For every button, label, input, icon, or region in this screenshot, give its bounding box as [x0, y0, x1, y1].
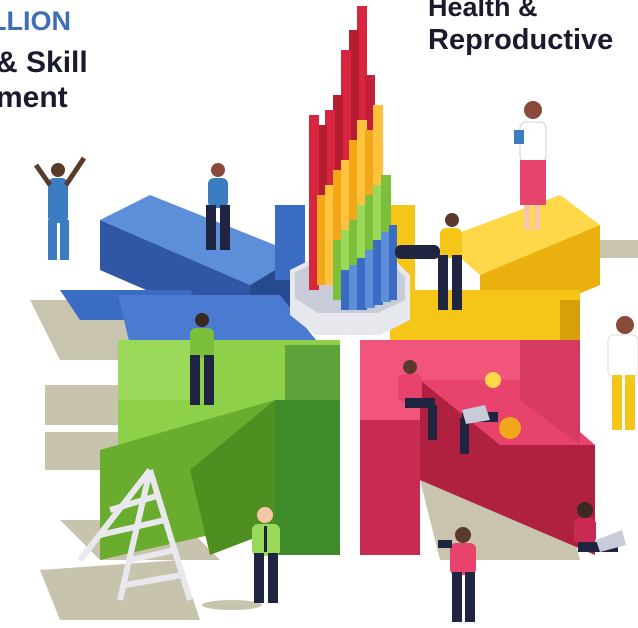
person-with-laptop-sitting [460, 372, 521, 454]
heading-right-line2: Reproductive [428, 24, 614, 56]
person-camera [438, 527, 476, 622]
person-with-tablet [206, 163, 230, 250]
cat-icon [499, 417, 521, 439]
blue-arm-block [60, 195, 320, 345]
person-cheering [33, 156, 87, 260]
person-tie [252, 507, 280, 603]
yellow-arm-block [390, 195, 600, 340]
green-arm-block [100, 340, 340, 560]
person-green-shirt [190, 313, 214, 405]
heading-left-line2: & Skill [0, 46, 88, 79]
heading-left-line3: ment [0, 81, 68, 114]
person-right-edge [607, 316, 638, 430]
magnifying-glass-icon [395, 245, 440, 259]
heading-right-line1: Health & [428, 0, 538, 22]
person-with-magnifier [395, 213, 462, 310]
ladder-icon [77, 468, 193, 601]
camera-icon [438, 540, 452, 548]
person-laptop-ground [574, 502, 626, 552]
heading-left-line1: LLION [0, 6, 71, 36]
clipboard-icon [514, 130, 524, 144]
laptop-icon [462, 405, 490, 424]
bar-sculpture [309, 6, 397, 310]
person-sitting-pink [398, 360, 437, 440]
person-with-clipboard [514, 101, 547, 230]
